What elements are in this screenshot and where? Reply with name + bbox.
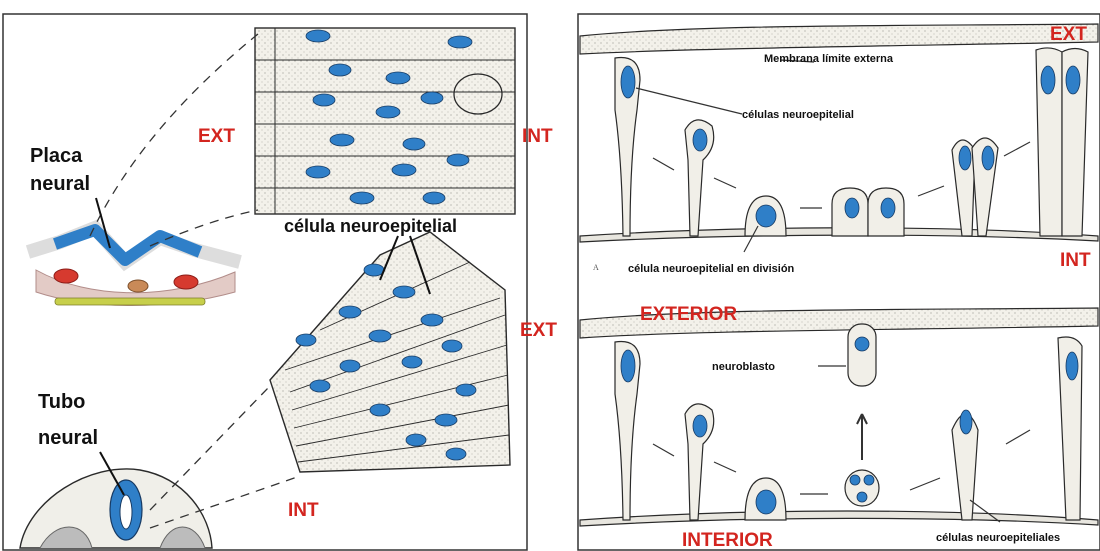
label-placa: Placa — [30, 145, 83, 167]
label-division: célula neuroepitelial en división — [628, 263, 795, 275]
label-int-top: INT — [522, 126, 553, 147]
label-int-right: INT — [1060, 250, 1091, 271]
right-panel-frame — [578, 14, 1100, 550]
left-panel: EXT INT EXT INT Placa neural Tubo neural… — [3, 14, 557, 550]
label-celula-neuroepitelial: célula neuroepitelial — [284, 216, 457, 236]
label-celulas-neuroepiteliales: células neuroepiteliales — [936, 532, 1060, 544]
label-ext-mid: EXT — [520, 320, 557, 341]
right-panel: EXT INT Membrana límite externa células … — [578, 14, 1100, 551]
label-tubo: Tubo — [38, 391, 85, 413]
label-membrana: Membrana límite externa — [764, 53, 894, 65]
label-interior: INTERIOR — [682, 530, 773, 551]
label-celulas-neuroepitelial: células neuroepitelial — [742, 109, 854, 121]
neural-plate-epithelium — [255, 28, 515, 214]
label-neural-2: neural — [38, 427, 98, 449]
label-neural-1: neural — [30, 173, 90, 195]
label-neuroblasto: neuroblasto — [712, 361, 775, 373]
label-exterior: EXTERIOR — [640, 304, 737, 325]
label-letter-a: A — [593, 263, 599, 272]
label-ext-right: EXT — [1050, 24, 1087, 45]
label-ext-top: EXT — [198, 126, 235, 147]
label-int-bottom: INT — [288, 500, 319, 521]
